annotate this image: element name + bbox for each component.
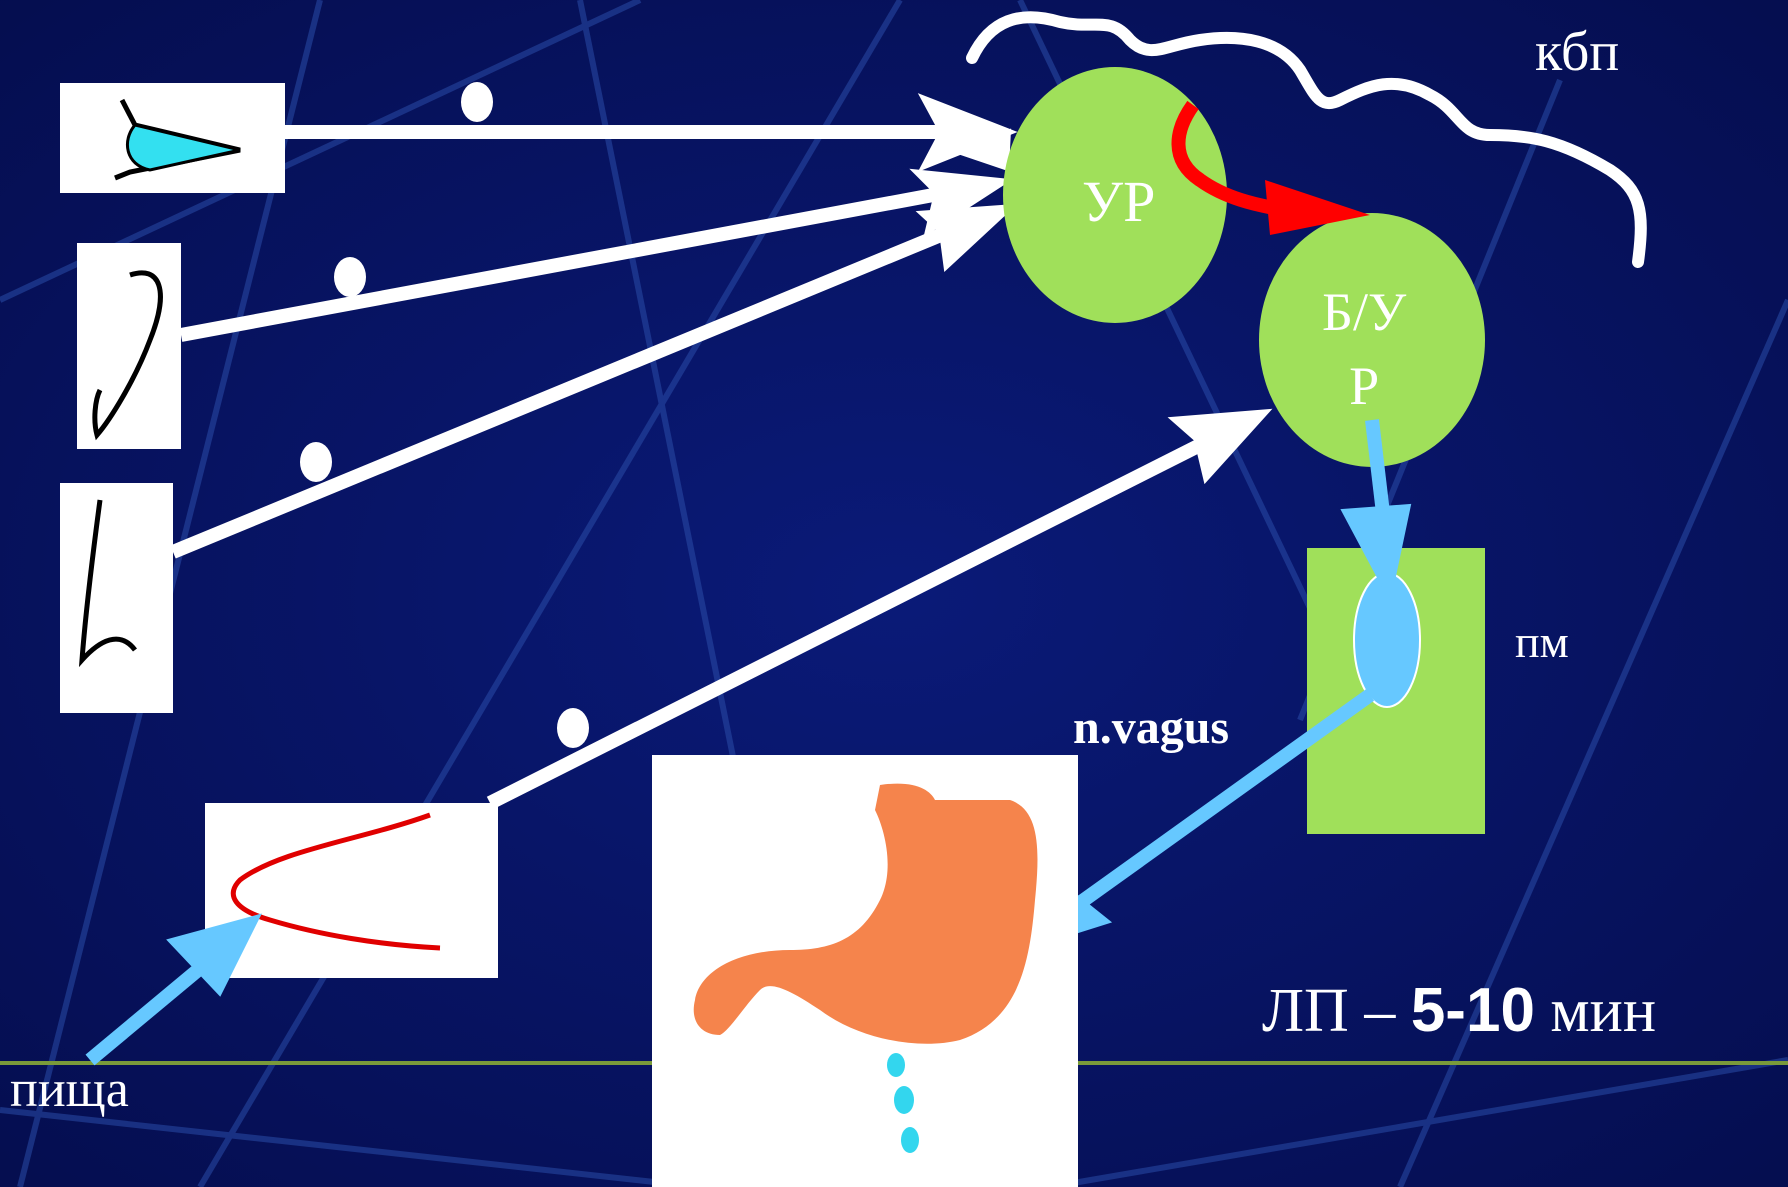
tongue-icon	[205, 803, 498, 978]
ear-icon	[77, 243, 181, 449]
medulla-label: пм	[1515, 616, 1569, 667]
cortex-label: кбп	[1535, 21, 1620, 83]
latency-unit: мин	[1550, 977, 1657, 1045]
bur-label-line1: Б/У	[1322, 282, 1407, 342]
vagus-label: n.vagus	[1073, 701, 1230, 754]
latency-label: ЛП – 5-10 мин	[1262, 975, 1656, 1047]
eye-icon	[60, 83, 285, 193]
bur-label-line2: Р	[1349, 356, 1380, 416]
cortex-line	[966, 11, 1647, 268]
latency-prefix: ЛП –	[1262, 977, 1396, 1045]
bur-label: Б/У Р	[1322, 275, 1406, 423]
conditioned-link-arrow	[1171, 100, 1370, 235]
ur-node	[1003, 67, 1227, 323]
nose-icon	[60, 483, 173, 713]
food-label: пища	[10, 1061, 129, 1118]
stomach-icon	[652, 755, 1078, 1187]
afferent-arrows	[170, 82, 1273, 810]
latency-value: 5-10	[1410, 976, 1535, 1045]
ur-label: УР	[1082, 169, 1156, 234]
bur-node	[1259, 213, 1485, 467]
